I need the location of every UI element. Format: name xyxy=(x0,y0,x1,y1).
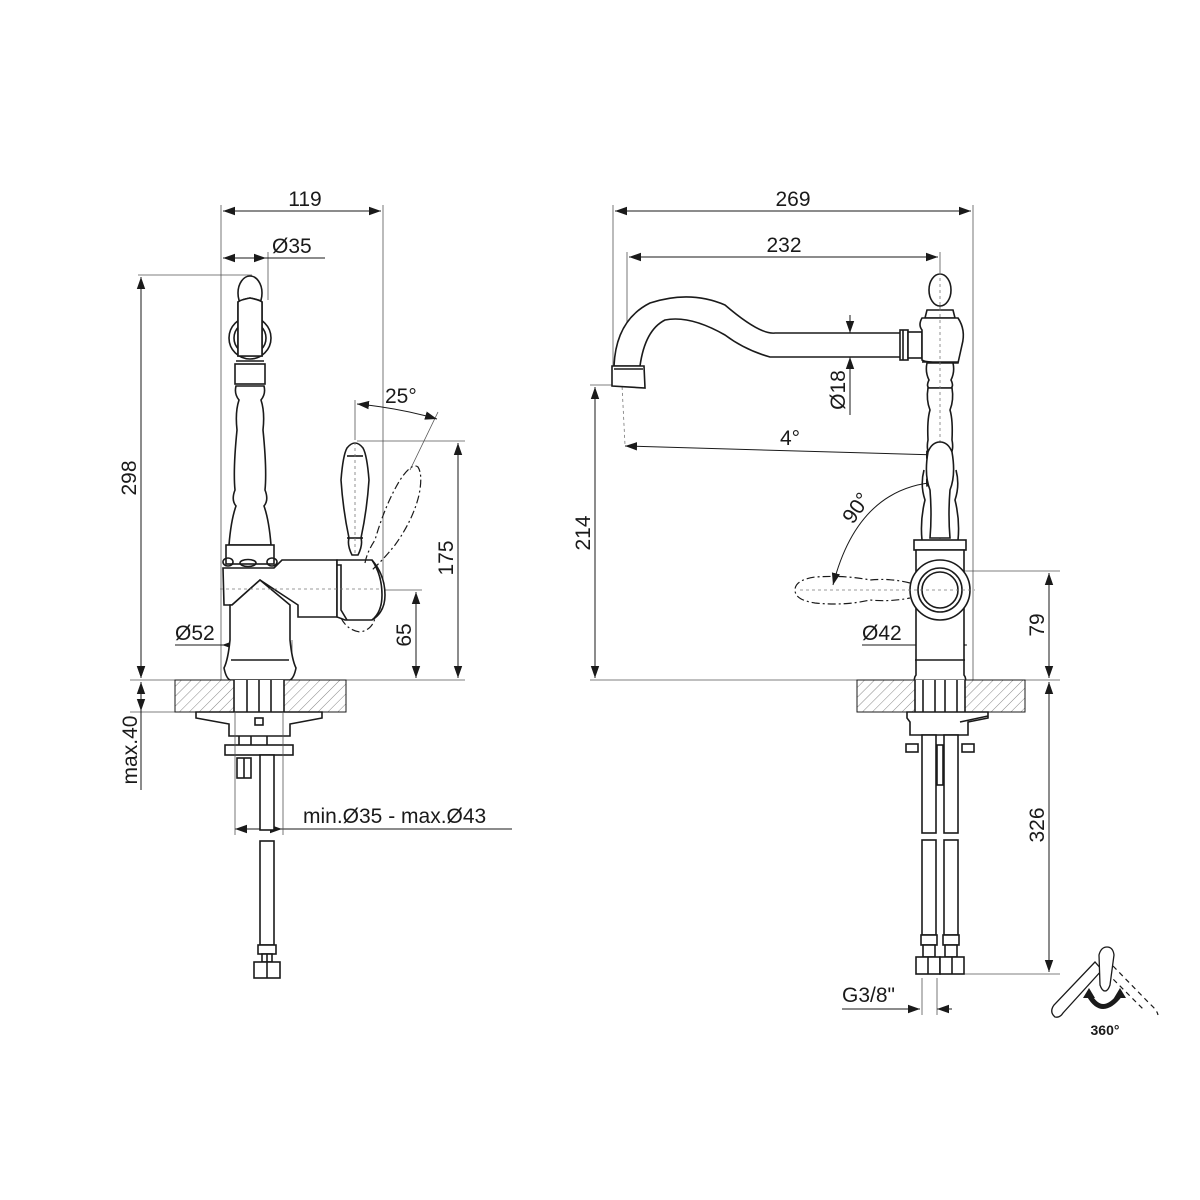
label-298: 298 xyxy=(118,460,141,495)
label-g38: G3/8" xyxy=(842,984,895,1007)
label-232: 232 xyxy=(766,234,801,257)
faucet-side-body xyxy=(220,275,422,681)
rotation-360-icon: 360° xyxy=(1051,946,1159,1038)
label-4deg: 4° xyxy=(780,427,800,450)
dim-angle-4: 4° xyxy=(624,427,939,459)
label-max40: max.40 xyxy=(119,716,142,785)
dim-height-65: 65 xyxy=(393,592,421,678)
dim-width-119: 119 xyxy=(223,188,381,216)
label-214: 214 xyxy=(572,515,595,550)
label-dia42: Ø42 xyxy=(862,622,902,645)
label-dia52: Ø52 xyxy=(175,622,215,645)
dim-height-79: 79 xyxy=(1026,573,1054,678)
dim-height-175: 175 xyxy=(435,443,463,678)
dim-width-269: 269 xyxy=(615,188,971,216)
dim-hole-diameter: min.Ø35 - max.Ø43 xyxy=(235,805,512,834)
label-79: 79 xyxy=(1026,613,1049,636)
label-65: 65 xyxy=(393,623,416,646)
left-view: 119 Ø35 298 25° 175 65 xyxy=(118,188,512,979)
label-dia35: Ø35 xyxy=(272,235,312,258)
dim-top-diameter: Ø35 xyxy=(223,235,325,263)
right-view: 269 232 Ø18 4° 214 90° xyxy=(572,188,1060,1015)
dim-angle-25: 25° xyxy=(356,385,438,420)
dim-hose-326: 326 xyxy=(1026,682,1054,972)
countertop-section-left xyxy=(174,679,347,979)
label-269: 269 xyxy=(775,188,810,211)
dim-spout-diameter: Ø18 xyxy=(827,315,855,415)
label-25deg: 25° xyxy=(385,385,417,408)
label-119: 119 xyxy=(288,188,321,211)
dim-reach-232: 232 xyxy=(629,234,938,262)
label-175: 175 xyxy=(435,540,458,575)
dim-height-214: 214 xyxy=(572,387,600,678)
faucet-front-body xyxy=(611,272,975,685)
label-326: 326 xyxy=(1026,807,1049,842)
label-360deg: 360° xyxy=(1091,1022,1120,1038)
label-hole-range: min.Ø35 - max.Ø43 xyxy=(303,805,486,828)
dim-thread-g38: G3/8" xyxy=(842,978,952,1015)
dim-height-298: 298 xyxy=(118,277,146,678)
label-dia18: Ø18 xyxy=(827,370,850,410)
dim-counter-max40: max.40 xyxy=(119,660,146,790)
countertop-section-right xyxy=(856,679,1026,975)
label-90deg: 90° xyxy=(838,489,875,528)
